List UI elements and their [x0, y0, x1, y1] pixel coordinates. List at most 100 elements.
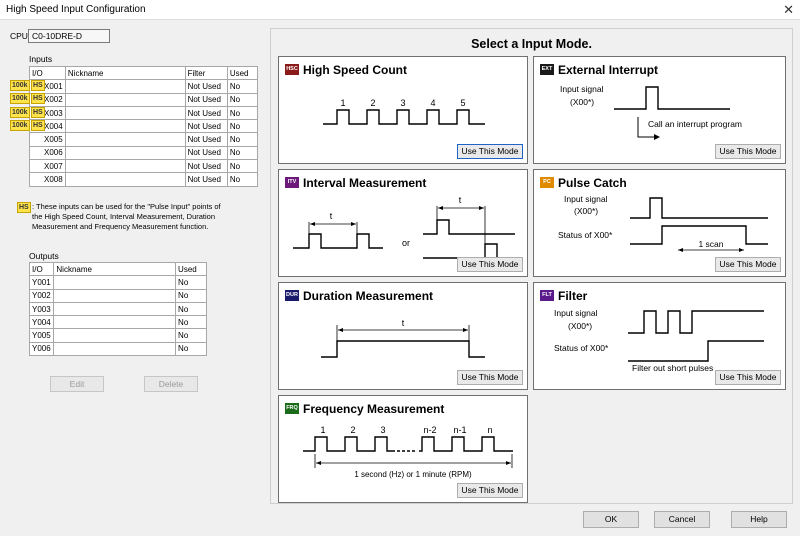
- table-cell-filter[interactable]: Not Used: [184, 159, 228, 174]
- table-cell-nickname[interactable]: [53, 288, 177, 303]
- table-cell-used[interactable]: No: [175, 301, 207, 317]
- table-cell-io[interactable]: X006: [29, 145, 66, 161]
- use-mode-button[interactable]: Use This Mode: [715, 257, 781, 272]
- table-cell-used[interactable]: No: [175, 328, 207, 343]
- use-mode-button[interactable]: Use This Mode: [457, 370, 523, 385]
- table-cell-used[interactable]: No: [226, 132, 259, 147]
- mode-card-frequency-measurement[interactable]: FRQ Frequency Measurement 1 2 3 n-2 n-1 …: [278, 395, 528, 503]
- mode-card-high-speed-count[interactable]: HSC High Speed Count 1 2 3 4 5 Use This …: [278, 56, 528, 164]
- table-cell-used[interactable]: No: [226, 105, 259, 121]
- mode-title: Duration Measurement: [303, 289, 434, 303]
- cpu-field: C0-10DRE-D: [28, 29, 110, 43]
- column-header[interactable]: Used: [226, 65, 259, 81]
- table-cell-filter[interactable]: Not Used: [184, 132, 228, 147]
- table-row[interactable]: Y003 No: [28, 301, 207, 317]
- table-row[interactable]: Y005 No: [28, 328, 207, 343]
- column-header[interactable]: Used: [175, 261, 207, 277]
- table-cell-nickname[interactable]: [64, 132, 186, 147]
- pulse-label: 4: [430, 98, 435, 108]
- table-cell-io[interactable]: X008: [29, 172, 66, 187]
- table-cell-nickname[interactable]: [53, 275, 177, 290]
- table-cell-filter[interactable]: Not Used: [184, 172, 228, 187]
- table-cell-io[interactable]: Y004: [28, 315, 55, 330]
- note-line: : These inputs can be used for the "Puls…: [32, 202, 221, 211]
- table-cell-nickname[interactable]: [64, 79, 186, 94]
- table-cell-used[interactable]: No: [226, 145, 259, 161]
- edit-button[interactable]: Edit: [50, 376, 104, 392]
- table-row[interactable]: Y001 No: [28, 275, 207, 290]
- table-cell-filter[interactable]: Not Used: [184, 145, 228, 161]
- table-cell-nickname[interactable]: [53, 315, 177, 330]
- table-cell-nickname[interactable]: [64, 105, 186, 121]
- table-row[interactable]: Y004 No: [28, 315, 207, 330]
- table-cell-io[interactable]: Y005: [28, 328, 55, 343]
- table-cell-nickname[interactable]: [64, 172, 186, 187]
- table-cell-io[interactable]: Y001: [28, 275, 55, 290]
- table-cell-io[interactable]: X007: [29, 159, 66, 174]
- table-cell-used[interactable]: No: [175, 275, 207, 290]
- use-mode-button[interactable]: Use This Mode: [715, 370, 781, 385]
- table-cell-io[interactable]: Y003: [28, 301, 55, 317]
- use-mode-button[interactable]: Use This Mode: [457, 144, 523, 159]
- close-icon[interactable]: ✕: [783, 2, 794, 17]
- pc-icon: PC: [540, 177, 554, 188]
- table-cell-filter[interactable]: Not Used: [184, 119, 228, 134]
- table-row[interactable]: Y006 No: [28, 341, 207, 357]
- signal-label: (X00*): [568, 321, 592, 331]
- mode-card-filter[interactable]: FLT Filter Input signal (X00*) Status of…: [533, 282, 786, 390]
- table-cell-nickname[interactable]: [53, 328, 177, 343]
- table-cell-io[interactable]: Y002: [28, 288, 55, 303]
- mode-panel: Select a Input Mode. HSC High Speed Coun…: [270, 28, 793, 504]
- table-cell-used[interactable]: No: [175, 341, 207, 357]
- table-cell-filter[interactable]: Not Used: [184, 92, 228, 107]
- cancel-button[interactable]: Cancel: [654, 511, 710, 528]
- table-cell-used[interactable]: No: [226, 159, 259, 174]
- ok-button[interactable]: OK: [583, 511, 639, 528]
- table-cell-used[interactable]: No: [175, 315, 207, 330]
- table-cell-used[interactable]: No: [175, 288, 207, 303]
- use-mode-button[interactable]: Use This Mode: [457, 483, 523, 498]
- table-cell-nickname[interactable]: [53, 341, 177, 357]
- table-cell-nickname[interactable]: [64, 92, 186, 107]
- table-cell-nickname[interactable]: [64, 119, 186, 134]
- table-cell-io[interactable]: Y006: [28, 341, 55, 357]
- mode-card-duration-measurement[interactable]: DUR Duration Measurement t Use This Mode: [278, 282, 528, 390]
- use-mode-button[interactable]: Use This Mode: [457, 257, 523, 272]
- delete-button[interactable]: Delete: [144, 376, 198, 392]
- window-title: High Speed Input Configuration: [6, 4, 146, 15]
- help-button[interactable]: Help: [731, 511, 787, 528]
- column-header[interactable]: I/O: [28, 261, 55, 277]
- table-cell-used[interactable]: No: [226, 119, 259, 134]
- mode-card-interval-measurement[interactable]: ITV Interval Measurement t or t Use This…: [278, 169, 528, 277]
- column-header[interactable]: Nickname: [64, 65, 186, 81]
- table-cell-nickname[interactable]: [64, 159, 186, 174]
- mode-card-pulse-catch[interactable]: PC Pulse Catch Input signal (X00*) Statu…: [533, 169, 786, 277]
- column-header[interactable]: Filter: [184, 65, 228, 81]
- table-cell-filter[interactable]: Not Used: [184, 105, 228, 121]
- table-cell-used[interactable]: No: [226, 79, 259, 94]
- column-header[interactable]: I/O: [29, 65, 66, 81]
- use-mode-button[interactable]: Use This Mode: [715, 144, 781, 159]
- table-row[interactable]: Y002 No: [28, 288, 207, 303]
- hs-badge: HS: [31, 93, 45, 105]
- table-cell-nickname[interactable]: [64, 145, 186, 161]
- table-cell-used[interactable]: No: [226, 172, 259, 187]
- table-cell-used[interactable]: No: [226, 92, 259, 107]
- mode-card-external-interrupt[interactable]: EXT External Interrupt Input signal (X00…: [533, 56, 786, 164]
- pulse-label: 2: [370, 98, 375, 108]
- table-cell-nickname[interactable]: [53, 301, 177, 317]
- table-cell-io[interactable]: X005: [29, 132, 66, 147]
- column-header[interactable]: Nickname: [53, 261, 177, 277]
- outputs-label: Outputs: [29, 251, 59, 261]
- table-cell-filter[interactable]: Not Used: [184, 79, 228, 94]
